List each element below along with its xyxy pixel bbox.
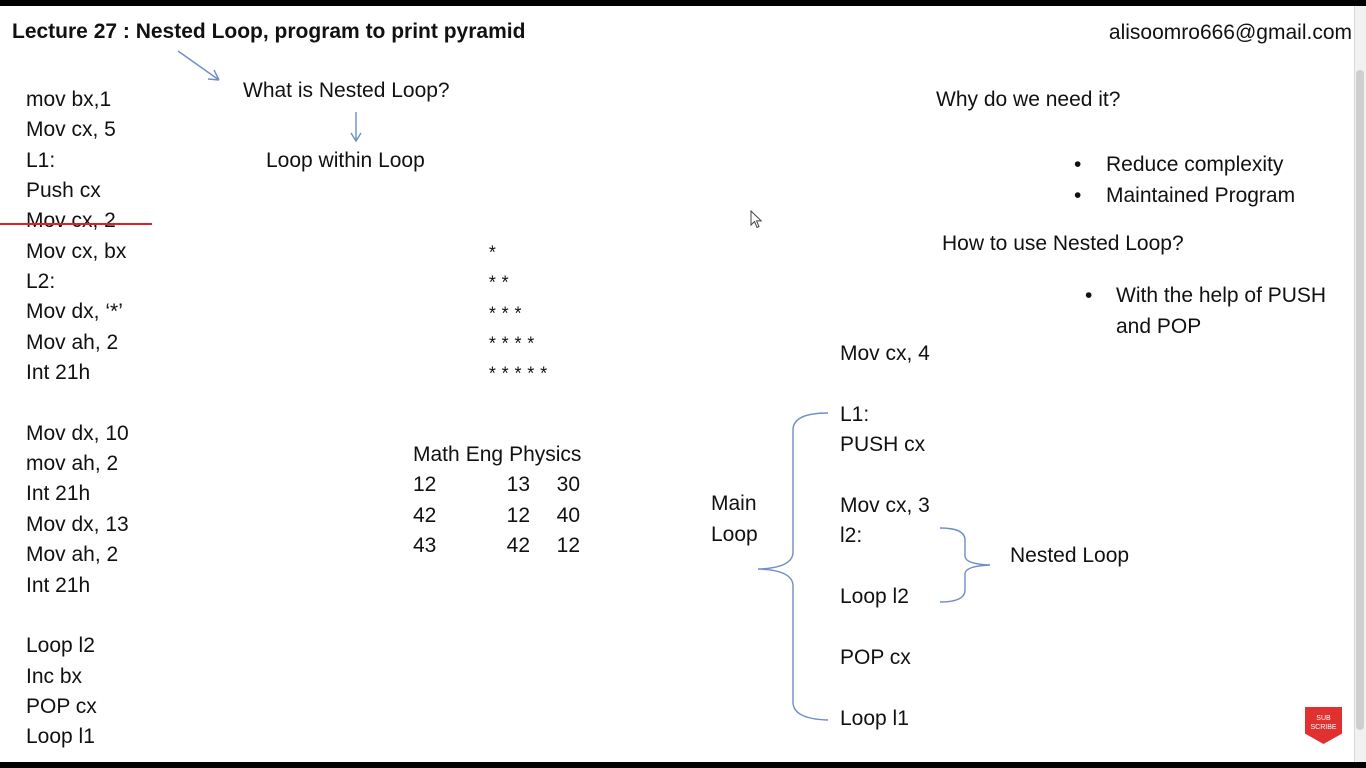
pyramid-row: ****	[487, 336, 539, 357]
bullet-icon: •	[1074, 153, 1082, 176]
code-line: L1:	[26, 148, 56, 172]
right-code-line: l2:	[840, 524, 863, 548]
pyramid-row: *	[487, 245, 500, 265]
why-bullet-item: • Reduce complexity	[1074, 149, 1295, 180]
code-line: Mov ah, 2	[26, 330, 119, 354]
subscribe-line2: SCRIBE	[1310, 724, 1337, 731]
code-line: Push cx	[26, 179, 101, 203]
right-code-line: PUSH cx	[840, 433, 926, 457]
table-row: 12 13 30	[413, 470, 587, 500]
main-loop-label: Main Loop	[711, 488, 758, 550]
table-header-cell: Physics	[509, 443, 582, 466]
code-line: Mov dx, 13	[26, 512, 129, 536]
code-line: POP cx	[26, 694, 97, 718]
right-code-block: Mov cx, 4 L1: PUSH cx Mov cx, 3 l2: Loop l2 PO…	[840, 339, 930, 734]
code-line: mov bx,1	[26, 88, 112, 111]
table-row: 43 42 12	[413, 531, 587, 561]
nested-loop-answer: Loop within Loop	[266, 149, 425, 172]
nested-loop-label: Nested Loop	[1010, 544, 1130, 567]
why-bullet-item: • Maintained Program	[1074, 180, 1295, 211]
table-header-cell: Eng	[465, 443, 504, 466]
bullet-icon: •	[1074, 184, 1082, 207]
how-bullet-list: • With the help of PUSH and POP	[1085, 280, 1356, 342]
strikethrough-line	[0, 223, 152, 225]
top-black-bar	[0, 0, 1366, 6]
code-line: Mov dx, 10	[26, 421, 129, 445]
arrow-title-to-question	[177, 50, 220, 81]
scrollbar-thumb[interactable]	[1356, 70, 1364, 730]
nested-loop-brace	[939, 527, 991, 603]
subscribe-badge-text: SUB SCRIBE	[1305, 714, 1342, 732]
right-code-line: Loop l1	[840, 706, 909, 730]
code-line: Int 21h	[26, 361, 91, 385]
bullet-icon: •	[1085, 284, 1093, 307]
code-line: L2:	[26, 270, 56, 294]
code-line: Mov dx, ‘*’	[26, 300, 123, 324]
lecture-title: Lecture 27 : Nested Loop, program to pri…	[12, 20, 526, 43]
table-cell: 12	[506, 503, 530, 527]
table-cell: 12	[413, 473, 437, 497]
right-code-line: Loop l2	[840, 585, 909, 609]
right-code-line: Mov cx, 3	[840, 493, 930, 517]
subscribe-badge-icon[interactable]: SUB SCRIBE	[1305, 707, 1342, 744]
why-bullet-text: Maintained Program	[1106, 184, 1296, 207]
code-line: mov ah, 2	[26, 452, 119, 476]
code-line: Int 21h	[26, 573, 91, 597]
how-bullet-text: With the help of PUSH and POP	[1116, 284, 1327, 338]
how-question: How to use Nested Loop?	[942, 232, 1184, 255]
code-line: Mov cx, bx	[26, 239, 127, 263]
table-cell: 40	[556, 503, 580, 527]
main-loop-brace	[757, 412, 829, 721]
table-header-cell: Math	[413, 443, 460, 466]
table-cell: 42	[413, 503, 437, 527]
right-code-line: Mov cx, 4	[840, 342, 930, 365]
main-loop-label-line2: Loop	[711, 523, 758, 546]
subscribe-line1: SUB	[1316, 715, 1331, 722]
star-pyramid: ***************	[487, 240, 551, 392]
right-code-line: L1:	[840, 402, 870, 426]
code-line: Mov cx, 2	[26, 209, 116, 233]
mouse-pointer-icon	[750, 210, 763, 229]
code-line: Loop l1	[26, 725, 95, 749]
table-cell: 42	[506, 534, 530, 558]
table-row: 42 12 40	[413, 501, 587, 531]
code-line: Inc bx	[26, 664, 83, 688]
right-code-line: POP cx	[840, 645, 911, 669]
why-question: Why do we need it?	[936, 88, 1121, 111]
table-cell: 12	[556, 534, 580, 558]
table-cell: 13	[506, 473, 530, 497]
pyramid-row: ***	[487, 305, 526, 326]
table-cell: 43	[413, 534, 437, 558]
code-line: Int 21h	[26, 482, 91, 506]
pyramid-row: *****	[487, 366, 552, 387]
table-cell: 30	[556, 473, 580, 497]
author-email: alisoomro666@gmail.com	[1108, 21, 1352, 44]
why-bullet-text: Reduce complexity	[1106, 153, 1284, 176]
why-bullet-list: • Reduce complexity • Maintained Program	[1074, 149, 1295, 211]
how-bullet-item: • With the help of PUSH and POP	[1085, 280, 1356, 342]
main-loop-label-line1: Main	[711, 492, 757, 515]
bottom-black-bar	[0, 762, 1366, 768]
pyramid-row: **	[487, 275, 513, 296]
nested-loop-question: What is Nested Loop?	[243, 79, 450, 102]
arrow-question-to-answer	[350, 112, 362, 143]
code-line: Mov cx, 5	[26, 118, 116, 142]
code-line: Loop l2	[26, 634, 95, 658]
code-line: Mov ah, 2	[26, 543, 119, 567]
